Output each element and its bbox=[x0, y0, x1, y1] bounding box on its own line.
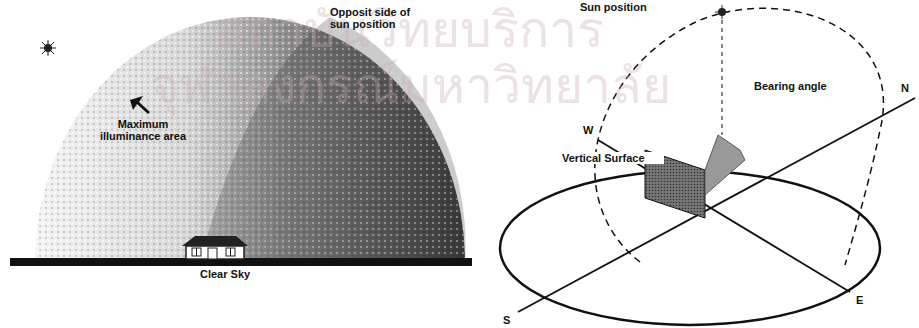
sun-label: Sun position bbox=[580, 1, 670, 13]
region-label: Maximum illuminance area bbox=[98, 118, 188, 142]
ground-label: Clear Sky bbox=[200, 268, 280, 280]
sun-drop-line bbox=[722, 20, 723, 135]
surface-label: Vertical Surface bbox=[560, 152, 664, 164]
sun-path bbox=[595, 8, 884, 265]
house-icon bbox=[182, 236, 248, 259]
direction-letter: E bbox=[856, 294, 870, 306]
direction-letter: W bbox=[583, 124, 597, 136]
south-north-axis bbox=[518, 98, 915, 312]
region-label: Opposit side of sun position bbox=[330, 6, 422, 30]
angle-label: Bearing angle bbox=[752, 80, 846, 92]
pointer-arrow bbox=[130, 96, 150, 114]
vertical-surface bbox=[645, 135, 745, 218]
sun-symbol bbox=[40, 40, 56, 56]
direction-letter: N bbox=[901, 82, 915, 94]
direction-letter: S bbox=[503, 314, 517, 326]
watermark: จุฬาลงกรณ์มหาวิทยาลัย bbox=[150, 58, 671, 114]
sun-symbol bbox=[715, 5, 729, 19]
